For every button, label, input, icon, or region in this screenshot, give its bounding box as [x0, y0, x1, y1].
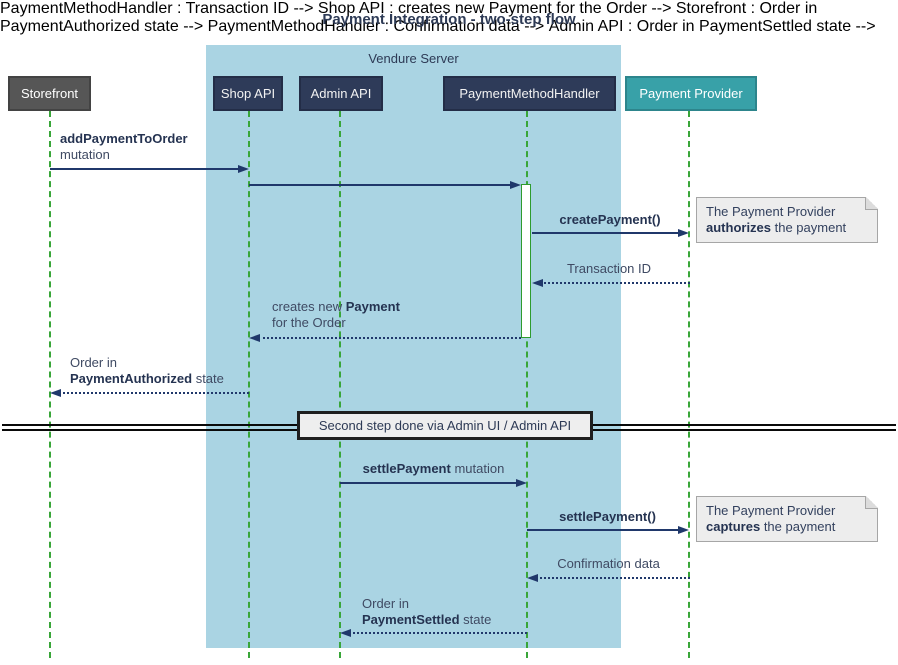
- participant-shop-api: Shop API: [213, 76, 283, 111]
- arrow-create-payment: [532, 232, 680, 234]
- arrowhead-confirmation-data: [527, 574, 538, 582]
- arrow-shop-to-handler: [249, 184, 512, 186]
- arrowhead-settle-payment-call: [678, 526, 689, 534]
- label-settle-payment-mutation: settlePayment mutation: [362, 461, 505, 476]
- lifeline-payment-provider: [688, 111, 690, 658]
- arrowhead-add-payment: [238, 165, 249, 173]
- vendure-server-label: Vendure Server: [368, 51, 459, 66]
- arrowhead-transaction-id: [532, 279, 543, 287]
- participant-payment-provider-label: Payment Provider: [639, 86, 743, 101]
- vendure-server-box: [206, 45, 621, 648]
- label-confirmation-data: Confirmation data: [557, 556, 660, 571]
- label-settle-payment-call: settlePayment(): [559, 509, 656, 524]
- lifeline-shop-api: [248, 111, 250, 658]
- lifeline-storefront: [49, 111, 51, 658]
- arrowhead-order-settled: [340, 629, 351, 637]
- participant-storefront-label: Storefront: [20, 86, 79, 101]
- label-create-payment: createPayment(): [559, 212, 661, 227]
- arrow-creates-payment: [258, 337, 521, 339]
- arrow-order-settled: [349, 632, 527, 634]
- divider-label: Second step done via Admin UI / Admin AP…: [318, 418, 572, 433]
- arrowhead-creates-payment: [249, 334, 260, 342]
- arrowhead-order-authorized: [50, 389, 61, 397]
- diagram-title: Payment Integration - two-step flow: [322, 11, 576, 28]
- arrowhead-create-payment: [678, 229, 689, 237]
- note-fold-icon: [865, 496, 878, 509]
- label-creates-payment: creates new Payment for the Order: [272, 299, 400, 330]
- label-order-authorized: Order in PaymentAuthorized state: [70, 355, 224, 386]
- arrowhead-shop-to-handler: [510, 181, 521, 189]
- arrow-settle-payment-call: [527, 529, 680, 531]
- lifeline-admin-api: [339, 111, 341, 658]
- activation-bar-payment-method-handler: [521, 184, 531, 338]
- arrow-add-payment: [50, 168, 240, 170]
- arrow-confirmation-data: [536, 577, 690, 579]
- arrow-settle-payment-mutation: [340, 482, 518, 484]
- participant-storefront: Storefront: [8, 76, 91, 111]
- participant-admin-api-label: Admin API: [310, 86, 372, 101]
- lifeline-payment-method-handler: [526, 111, 528, 658]
- participant-payment-method-handler: PaymentMethodHandler: [443, 76, 616, 111]
- label-transaction-id: Transaction ID: [566, 261, 652, 276]
- note-captures: The Payment Provider captures the paymen…: [696, 496, 878, 542]
- note-authorizes: The Payment Provider authorizes the paym…: [696, 197, 878, 243]
- label-order-settled: Order in PaymentSettled state: [362, 596, 492, 627]
- arrow-order-authorized: [59, 392, 249, 394]
- note-fold-icon: [865, 197, 878, 210]
- arrowhead-settle-payment-mutation: [516, 479, 527, 487]
- participant-payment-provider: Payment Provider: [625, 76, 757, 111]
- participant-admin-api: Admin API: [299, 76, 383, 111]
- arrow-transaction-id: [541, 282, 690, 284]
- label-add-payment-to-order: addPaymentToOrder mutation: [60, 131, 188, 162]
- divider-label-box: Second step done via Admin UI / Admin AP…: [297, 411, 593, 440]
- participant-payment-method-handler-label: PaymentMethodHandler: [459, 86, 600, 101]
- participant-shop-api-label: Shop API: [220, 86, 276, 101]
